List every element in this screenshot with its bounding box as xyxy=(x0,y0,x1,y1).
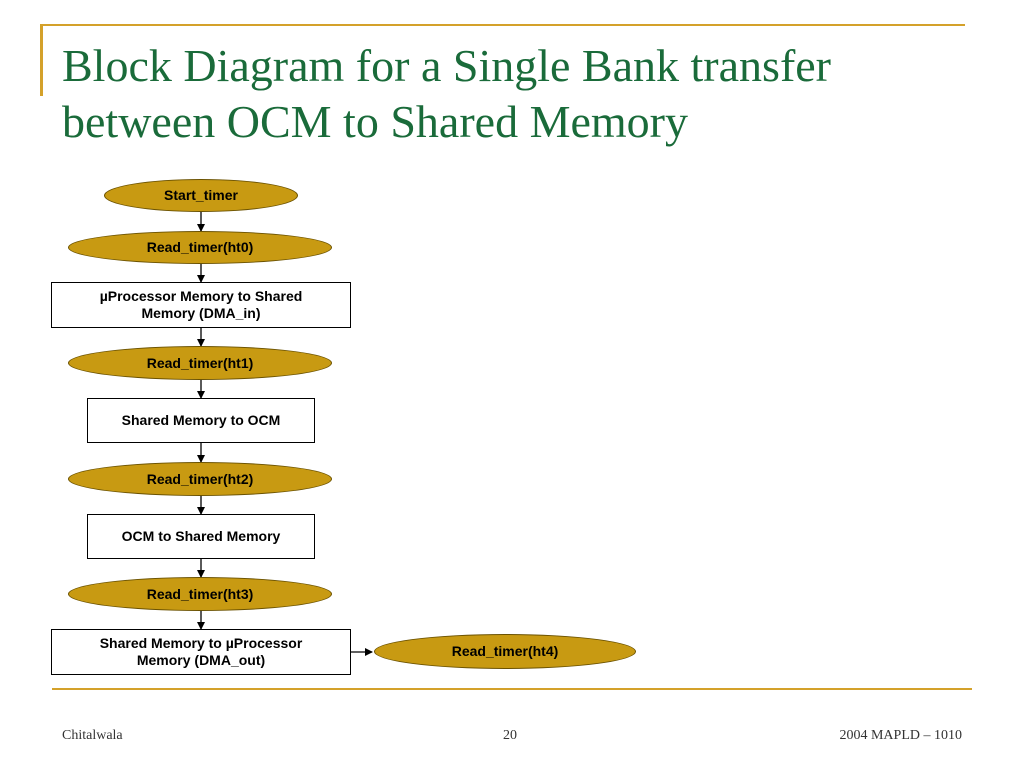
read-timer-ht4-node: Read_timer(ht4) xyxy=(374,634,636,669)
slide-title: Block Diagram for a Single Bank transfer… xyxy=(62,38,982,150)
read-timer-ht0-node: Read_timer(ht0) xyxy=(68,231,332,264)
dma-out-block: Shared Memory to µProcessor Memory (DMA_… xyxy=(51,629,351,675)
footer-divider xyxy=(52,688,972,690)
footer-author: Chitalwala xyxy=(62,728,123,743)
footer-page-number: 20 xyxy=(503,728,517,743)
title-accent-vertical xyxy=(40,24,43,96)
slide-title-line-1: Block Diagram for a Single Bank transfer xyxy=(62,40,831,91)
start-timer-node: Start_timer xyxy=(104,179,298,212)
slide-title-line-2: between OCM to Shared Memory xyxy=(62,96,688,147)
dma-in-block: µProcessor Memory to Shared Memory (DMA_… xyxy=(51,282,351,328)
shared-to-ocm-block: Shared Memory to OCM xyxy=(87,398,315,443)
ocm-to-shared-block: OCM to Shared Memory xyxy=(87,514,315,559)
title-accent-horizontal xyxy=(40,24,965,26)
read-timer-ht3-node: Read_timer(ht3) xyxy=(68,577,332,611)
footer-event: 2004 MAPLD – 1010 xyxy=(839,728,962,743)
read-timer-ht1-node: Read_timer(ht1) xyxy=(68,346,332,380)
read-timer-ht2-node: Read_timer(ht2) xyxy=(68,462,332,496)
